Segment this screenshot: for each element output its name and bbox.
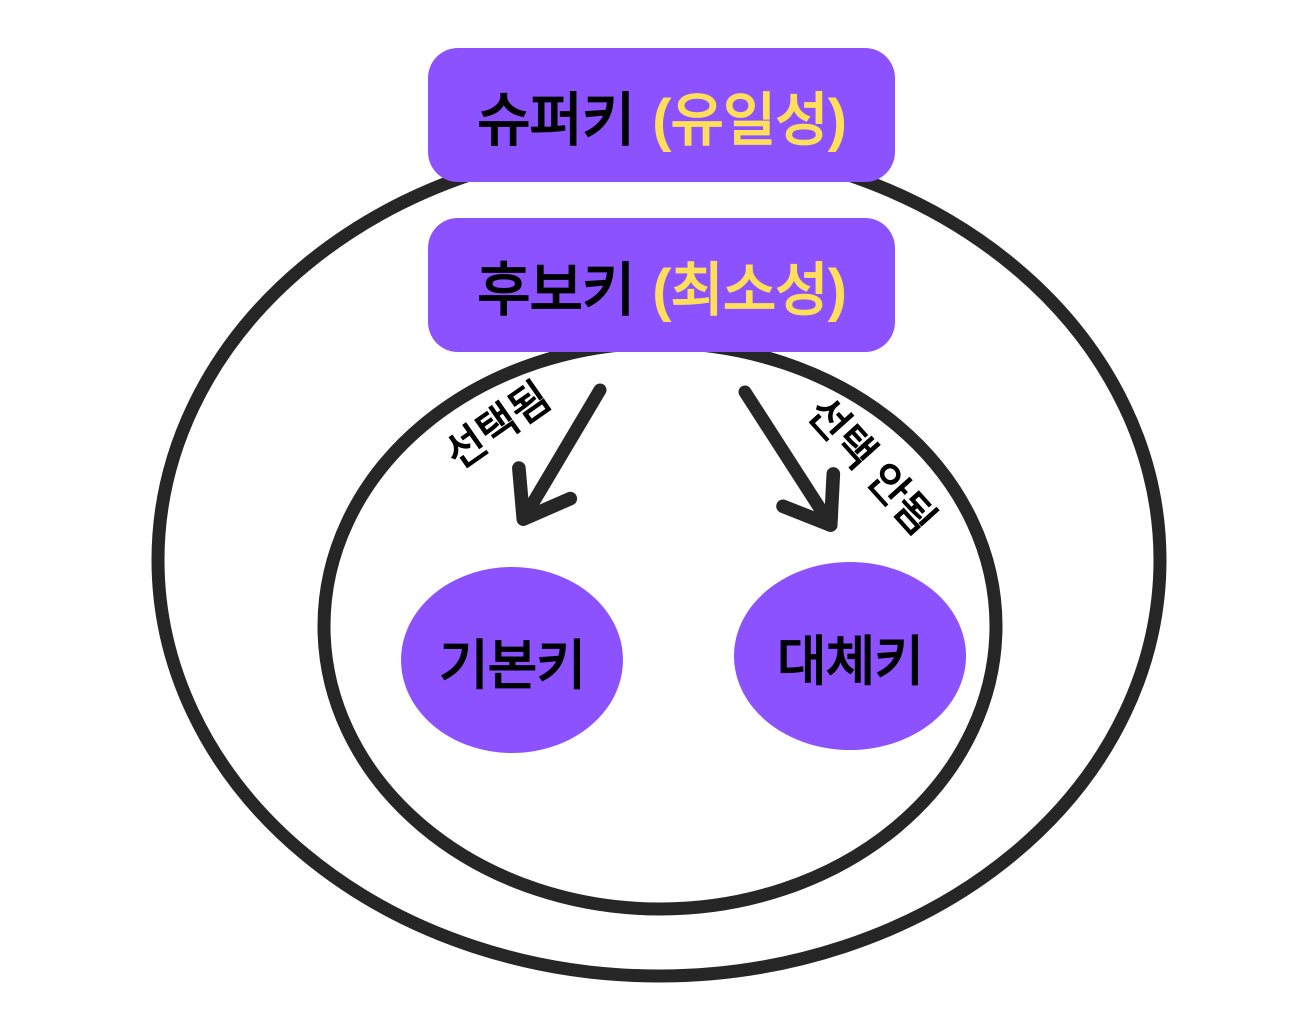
superkey-qualifier: (유일성) [652,88,847,153]
superkey-box: 슈퍼키 (유일성) [428,48,895,182]
candidate-key-label: 후보키 [477,258,635,323]
primary-key-label: 기본키 [438,635,586,696]
selected-arrow [512,383,607,526]
candidate-key-qualifier: (최소성) [652,258,847,323]
candidate-key-box: 후보키 (최소성) [428,218,895,352]
alternate-key-label: 대체키 [776,631,924,692]
primary-key-ellipse: 기본키 [401,567,623,753]
superkey-label: 슈퍼키 [477,88,635,153]
alternate-key-ellipse: 대체키 [734,562,966,750]
not-selected-arrow [738,385,841,532]
